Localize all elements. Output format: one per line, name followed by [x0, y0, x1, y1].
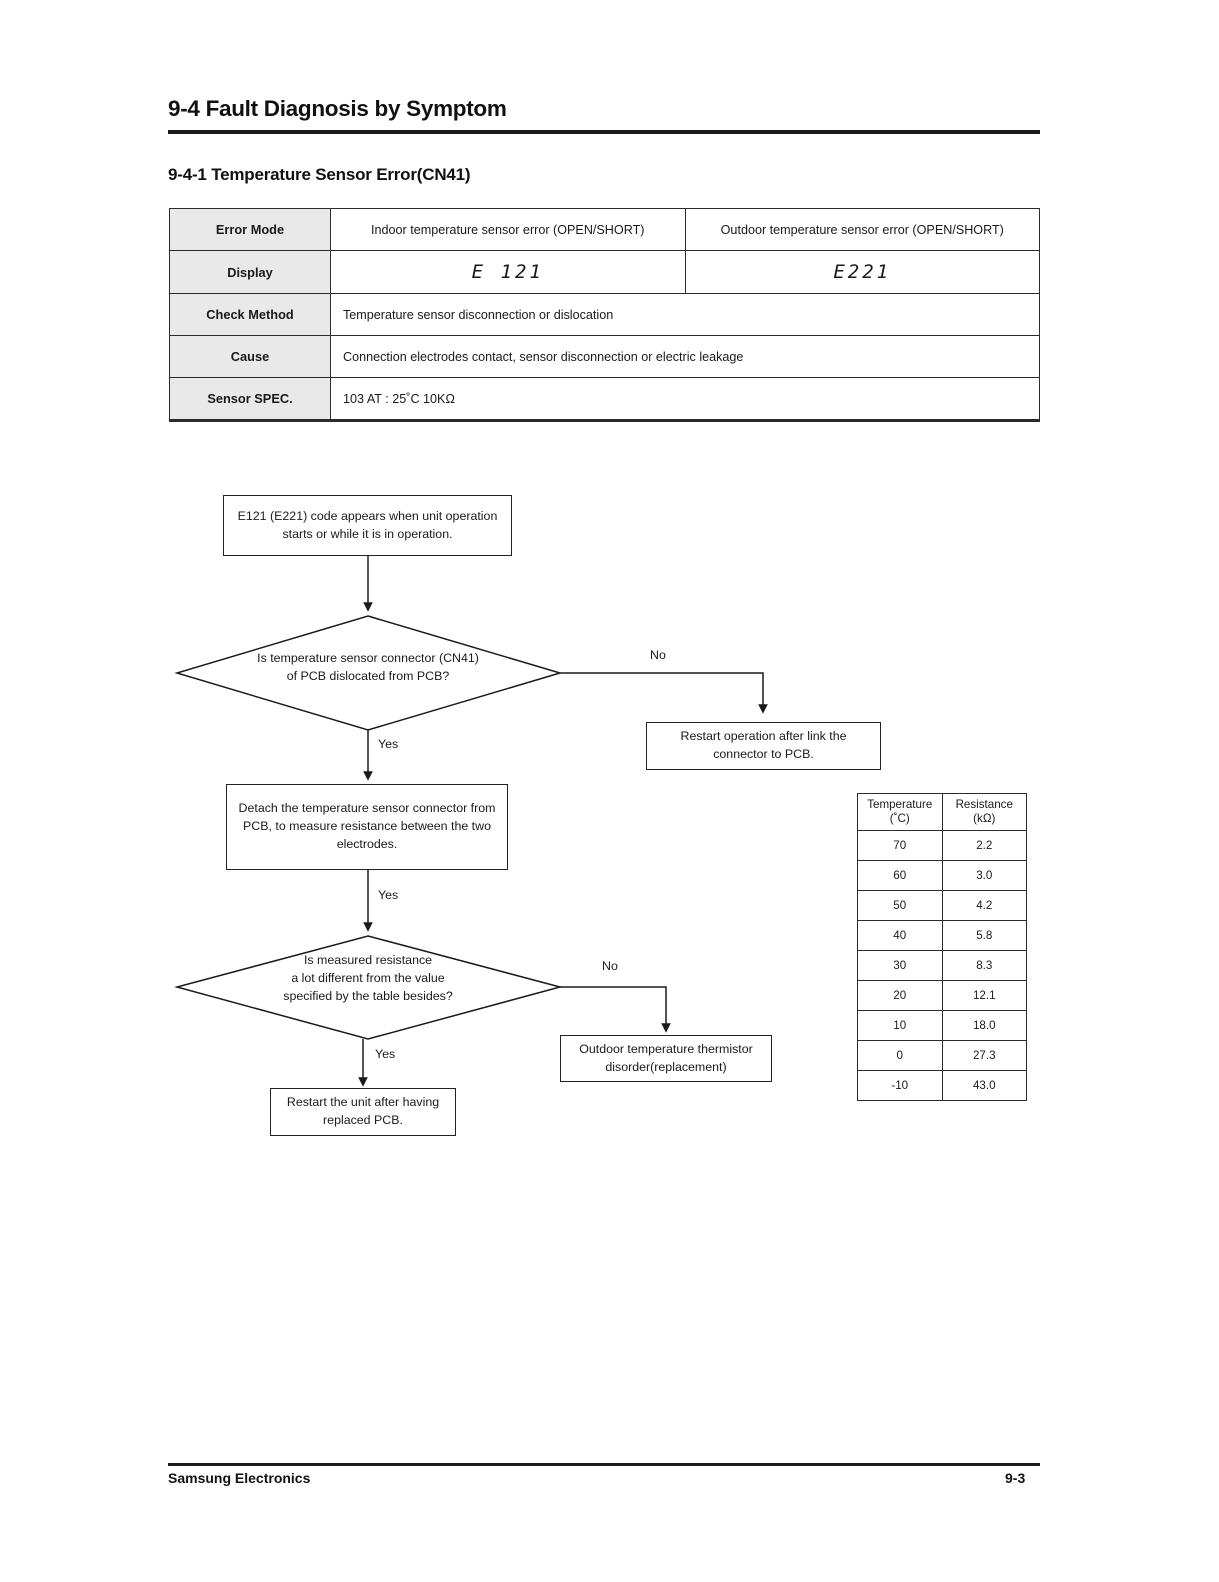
decision-2-line-3: specified by the table besides?: [283, 988, 453, 1003]
page-title: 9-4 Fault Diagnosis by Symptom: [168, 96, 507, 121]
cell-temperature: 70: [857, 830, 943, 861]
row-label-error-mode: Error Mode: [169, 208, 331, 251]
error-mode-indoor: Indoor temperature sensor error (OPEN/SH…: [330, 208, 686, 251]
row-label-cause: Cause: [169, 335, 331, 378]
decision-1-line-2: of PCB dislocated from PCB?: [286, 668, 450, 683]
decision-1-no-label: No: [650, 648, 666, 662]
decision-1-text: Is temperature sensor connector (CN41) o…: [178, 650, 558, 686]
section-title: 9-4-1 Temperature Sensor Error(CN41): [168, 165, 471, 184]
check-method-value: Temperature sensor disconnection or disl…: [330, 293, 1040, 336]
footer-company: Samsung Electronics: [168, 1470, 311, 1486]
cell-temperature: 20: [857, 980, 943, 1011]
decision-2-yes-label: Yes: [375, 1047, 396, 1061]
row-label-check-method: Check Method: [169, 293, 331, 336]
footer-divider: [168, 1463, 1040, 1466]
table-row-cause: Cause Connection electrodes contact, sen…: [169, 335, 1040, 378]
header-resistance-line1: Resistance: [955, 797, 1013, 811]
flow-replace-pcb-box: Restart the unit after having replaced P…: [270, 1088, 456, 1136]
decision-2-no-label: No: [602, 959, 618, 973]
flow-start-box: E121 (E221) code appears when unit opera…: [223, 495, 512, 556]
cell-resistance: 27.3: [941, 1040, 1027, 1071]
detach-yes-label: Yes: [378, 888, 399, 902]
cell-temperature: 60: [857, 860, 943, 891]
title-divider: [168, 130, 1040, 134]
cell-resistance: 12.1: [941, 980, 1027, 1011]
cell-temperature: 40: [857, 920, 943, 951]
header-resistance-line2: (kΩ): [973, 812, 996, 825]
display-code-outdoor: E221: [684, 250, 1040, 294]
cell-temperature: 0: [857, 1040, 943, 1071]
table-row-sensor-spec: Sensor SPEC. 103 AT : 25˚C 10KΩ: [169, 377, 1040, 422]
row-label-display: Display: [169, 250, 331, 294]
cell-temperature: 30: [857, 950, 943, 981]
decision-2-line-1: Is measured resistance: [303, 953, 433, 967]
header-temperature-line2: (˚C): [889, 812, 910, 825]
cell-resistance: 2.2: [941, 830, 1027, 861]
flow-detach-box: Detach the temperature sensor connector …: [226, 784, 508, 870]
error-mode-outdoor: Outdoor temperature sensor error (OPEN/S…: [684, 208, 1040, 251]
cell-resistance: 18.0: [941, 1010, 1027, 1041]
flow-restart-connector-box: Restart operation after link the connect…: [646, 722, 881, 770]
decision-1-yes-label: Yes: [378, 737, 399, 751]
cell-resistance: 5.8: [941, 920, 1027, 951]
header-temperature-line1: Temperature: [867, 797, 933, 811]
table-row-check-method: Check Method Temperature sensor disconne…: [169, 293, 1040, 336]
error-spec-table: Error Mode Indoor temperature sensor err…: [169, 208, 1040, 422]
sensor-spec-value: 103 AT : 25˚C 10KΩ: [330, 377, 1040, 422]
cell-resistance: 4.2: [941, 890, 1027, 921]
table-row-error-mode: Error Mode Indoor temperature sensor err…: [169, 208, 1040, 251]
resistance-table-header-temperature: Temperature (˚C): [857, 793, 943, 831]
resistance-table-header-resistance: Resistance (kΩ): [941, 793, 1027, 831]
decision-1-line-1: Is temperature sensor connector (CN41): [257, 651, 479, 665]
decision-2-line-2: a lot different from the value: [291, 970, 445, 985]
cause-value: Connection electrodes contact, sensor di…: [330, 335, 1040, 378]
flow-thermistor-box: Outdoor temperature thermistor disorder(…: [560, 1035, 772, 1082]
resistance-table-header-row: Temperature (˚C) Resistance (kΩ): [857, 793, 1027, 831]
cell-resistance: 8.3: [941, 950, 1027, 981]
cell-temperature: -10: [857, 1070, 943, 1101]
cell-resistance: 3.0: [941, 860, 1027, 891]
cell-temperature: 50: [857, 890, 943, 921]
table-row-display: Display E 121 E221: [169, 250, 1040, 294]
footer-page-number: 9-3: [1005, 1470, 1026, 1486]
display-code-indoor: E 121: [330, 250, 686, 294]
cell-temperature: 10: [857, 1010, 943, 1041]
row-label-sensor-spec: Sensor SPEC.: [169, 377, 331, 422]
decision-2-text: Is measured resistance a lot different f…: [178, 952, 558, 1006]
cell-resistance: 43.0: [941, 1070, 1027, 1101]
